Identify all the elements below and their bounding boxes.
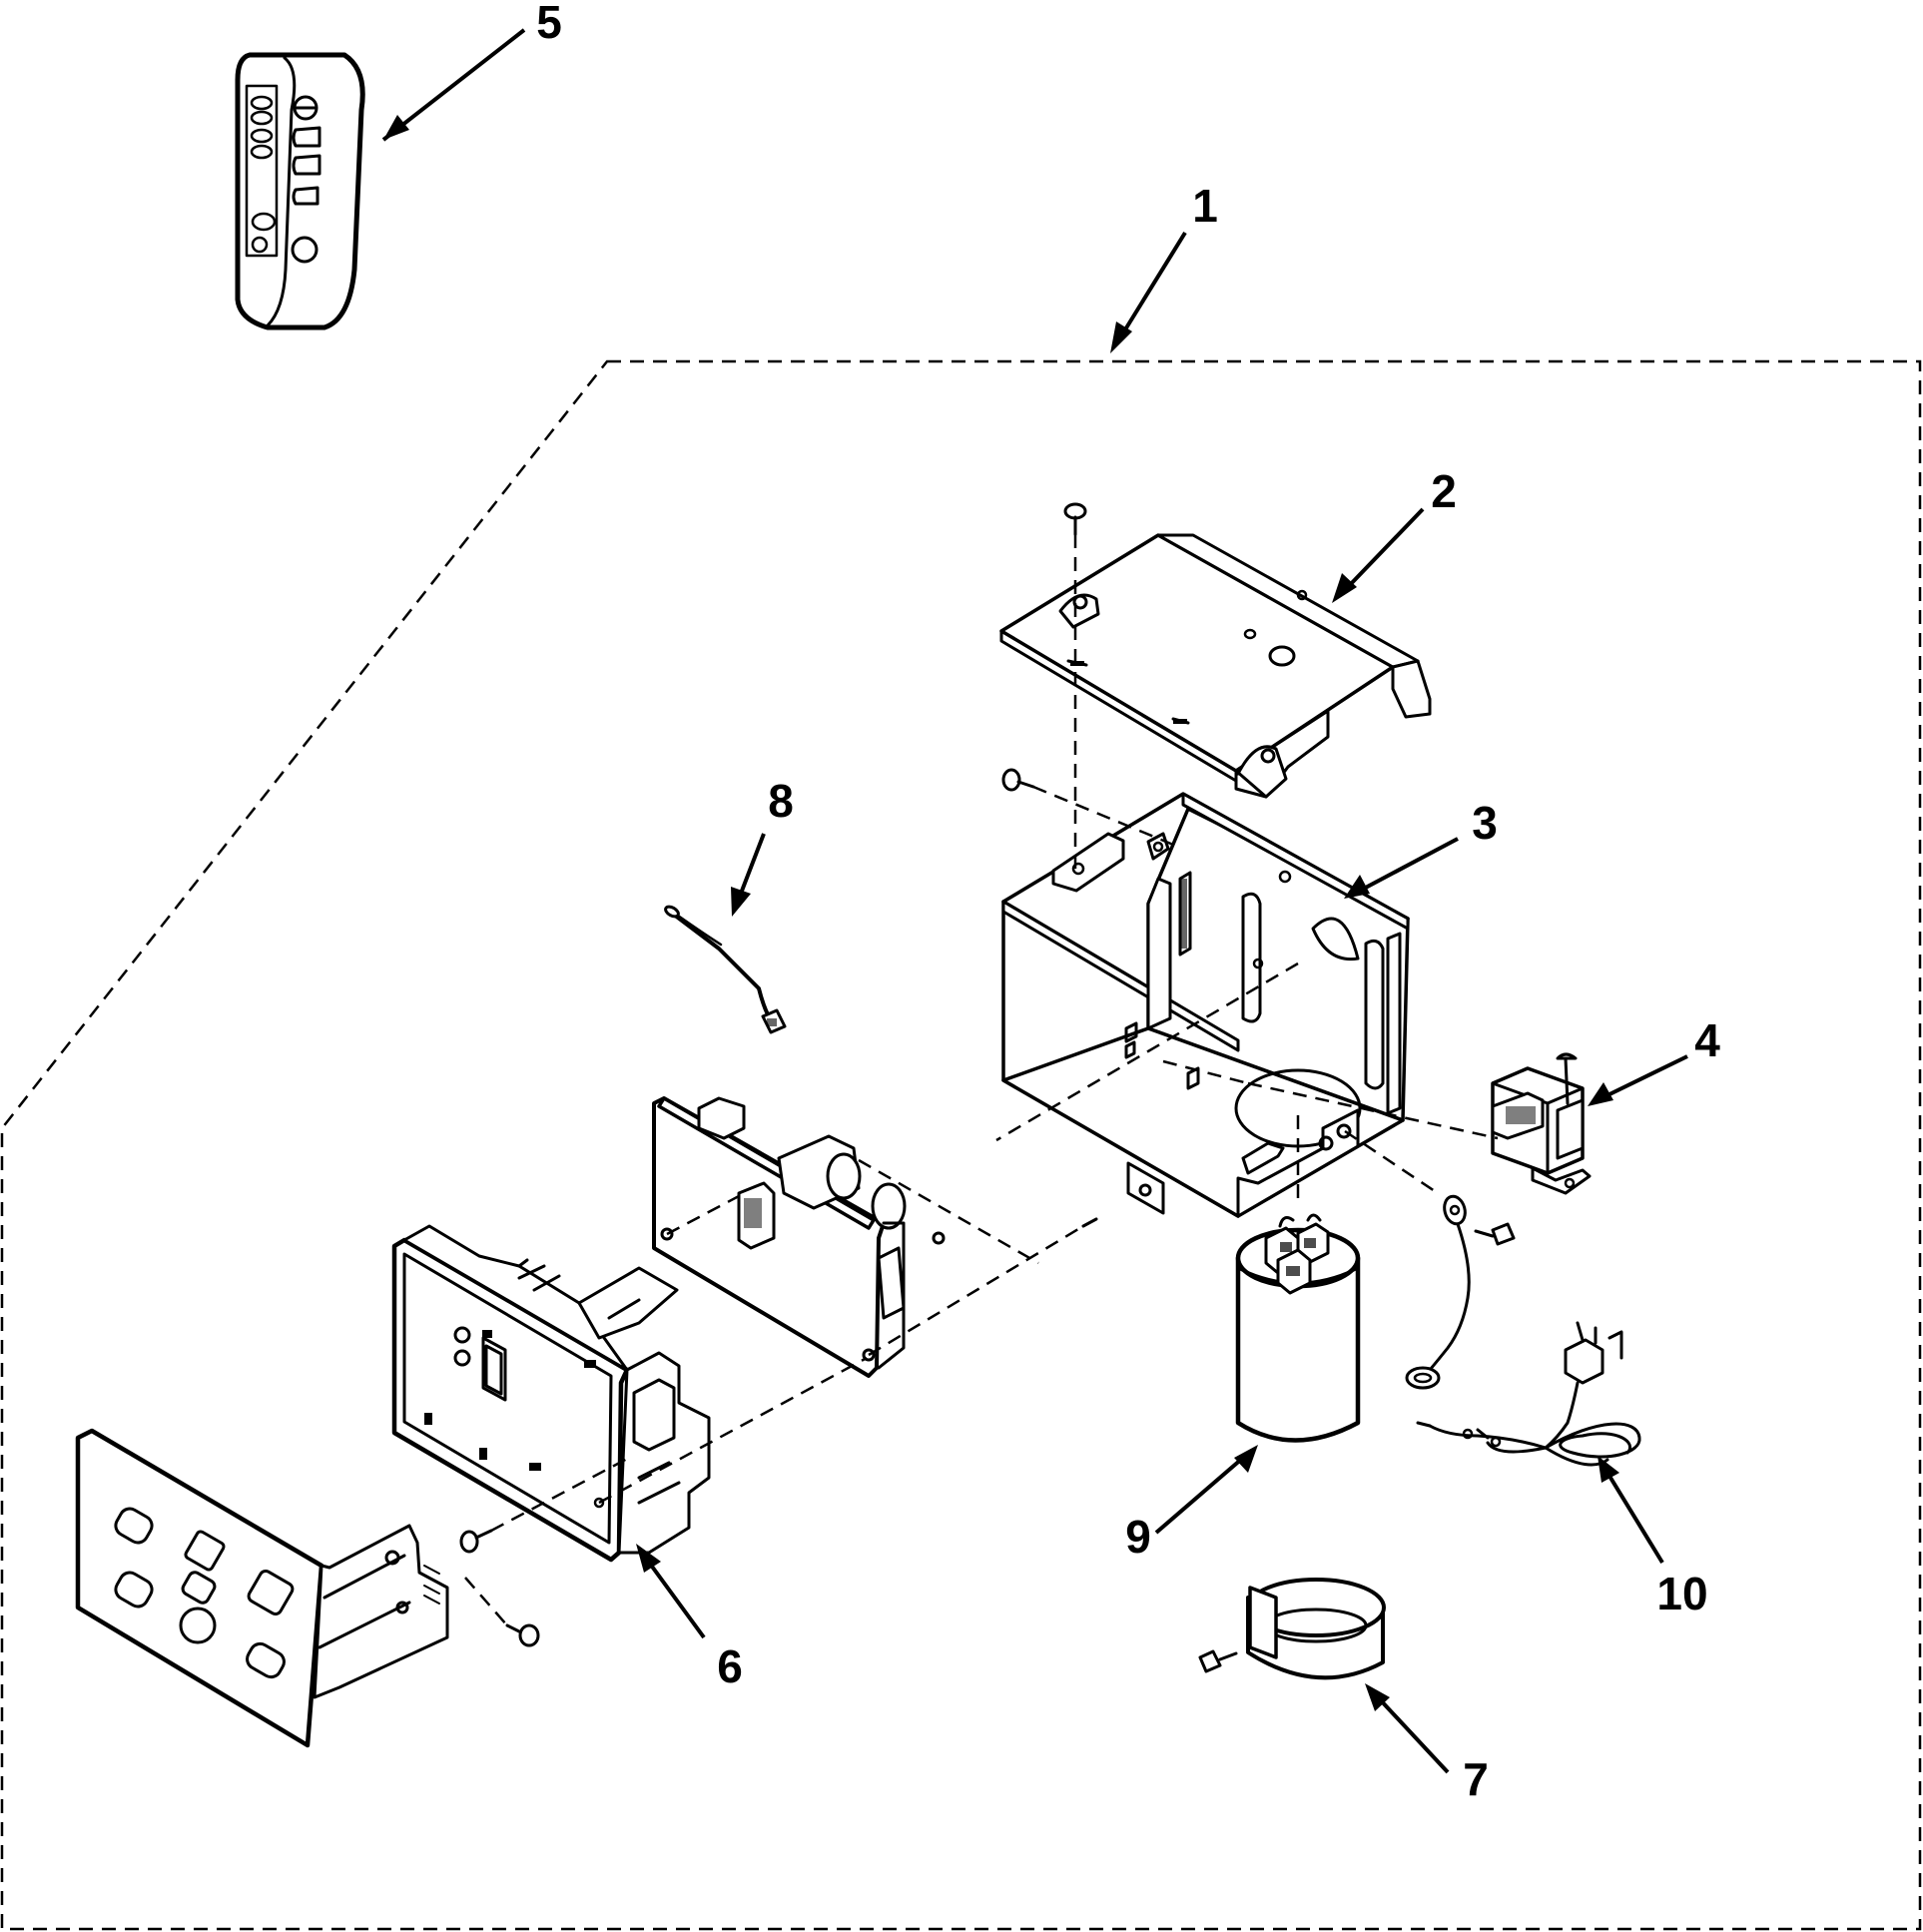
part-7-clamp-band xyxy=(1198,1578,1386,1680)
assembly-boundary xyxy=(0,359,1922,1931)
callout-labels: 5 1 2 3 4 8 9 10 6 7 xyxy=(536,0,1720,1805)
screw-panel-2 xyxy=(505,1623,540,1647)
screw-top xyxy=(1063,502,1087,536)
screw-side xyxy=(1001,768,1035,792)
screw-panel-1 xyxy=(459,1529,493,1554)
callout-3: 3 xyxy=(1472,797,1498,849)
callout-7: 7 xyxy=(1463,1753,1489,1805)
front-faceplate xyxy=(75,1428,449,1748)
leader-lines xyxy=(381,28,1688,1774)
assembly-guide-lines xyxy=(464,534,1499,1626)
callout-4: 4 xyxy=(1694,1014,1720,1066)
part-3-control-box xyxy=(1001,792,1410,1218)
part-4-transformer xyxy=(1491,1052,1592,1195)
part-9-capacitor xyxy=(1235,1213,1361,1443)
callout-9: 9 xyxy=(1125,1511,1151,1563)
part-2-top-cover xyxy=(999,533,1432,799)
screw-pcb xyxy=(1081,1217,1098,1228)
callout-6: 6 xyxy=(717,1640,743,1692)
callout-1: 1 xyxy=(1192,180,1218,232)
part-8-wire-harness xyxy=(664,905,787,1034)
part-6-control-panel xyxy=(391,1224,711,1563)
part-5-remote-control xyxy=(235,52,365,330)
part-10-power-cord xyxy=(1416,1321,1641,1467)
callout-5: 5 xyxy=(536,0,562,48)
callout-8: 8 xyxy=(768,775,794,827)
callout-10: 10 xyxy=(1656,1568,1707,1619)
ground-wire xyxy=(1405,1194,1516,1390)
pcb-board xyxy=(652,1096,946,1378)
callout-2: 2 xyxy=(1431,465,1457,517)
